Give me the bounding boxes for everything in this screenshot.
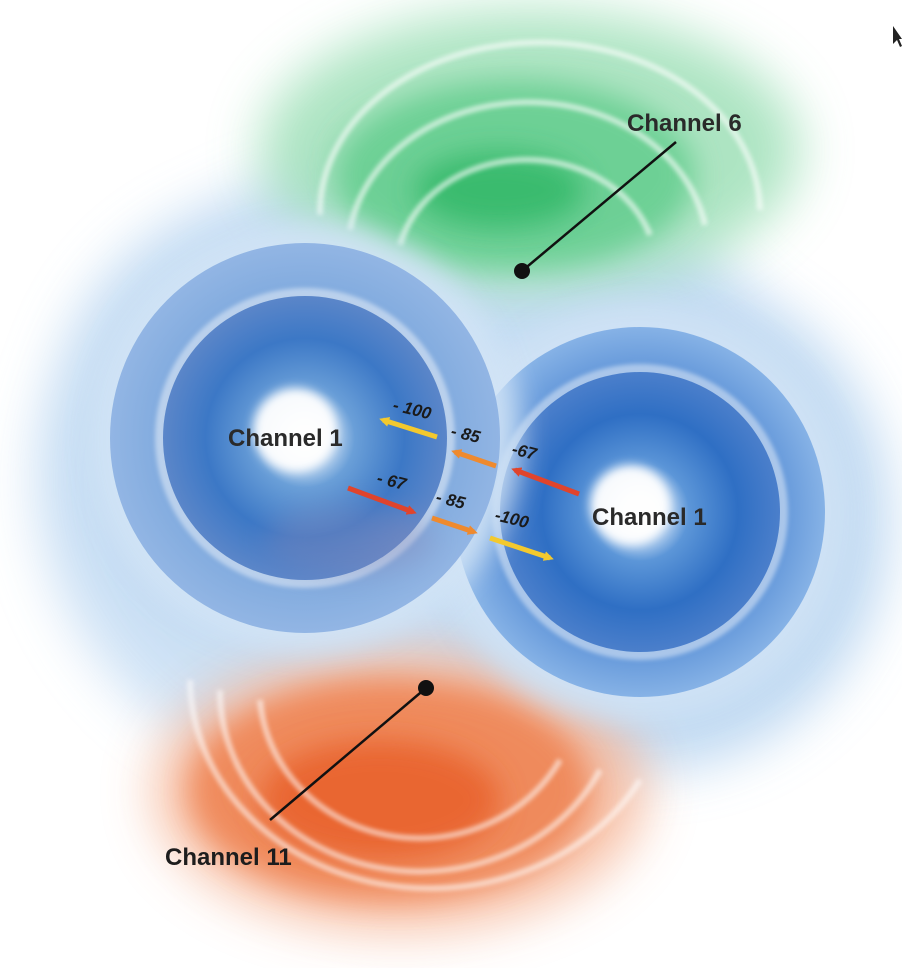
arrow-lower-orange bbox=[431, 515, 478, 535]
arrow-lower-red bbox=[347, 485, 417, 515]
channel-1-right-cell bbox=[430, 302, 850, 722]
arrow-lower-yellow bbox=[489, 535, 554, 561]
mouse-pointer-icon bbox=[893, 26, 902, 47]
arrow-upper-orange bbox=[451, 449, 497, 469]
arrow-upper-red bbox=[511, 467, 580, 497]
arrow-upper-yellow bbox=[379, 417, 438, 440]
channel-6-label: Channel 6 bbox=[627, 110, 742, 137]
channel-1-left-label: Channel 1 bbox=[228, 425, 343, 452]
channel-11-coverage bbox=[155, 650, 645, 930]
channel-6-coverage bbox=[260, 10, 800, 290]
channel-11-marker bbox=[418, 680, 434, 696]
channel-11-label: Channel 11 bbox=[165, 844, 292, 871]
channel-11-leader-line bbox=[269, 687, 427, 821]
channel-6-marker bbox=[514, 263, 530, 279]
channel-1-right-label: Channel 1 bbox=[592, 504, 707, 531]
channel-6-leader-line bbox=[521, 141, 677, 272]
channel-1-left-cell bbox=[90, 223, 520, 653]
